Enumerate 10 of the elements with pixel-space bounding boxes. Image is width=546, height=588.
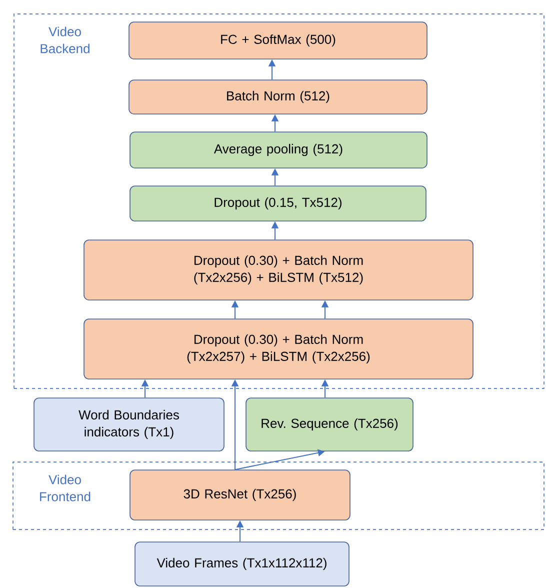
layer-box: Video Frames (Tx1x112x112) — [134, 542, 350, 586]
layer-box: Word Boundaries indicators (Tx1) — [34, 398, 224, 452]
layer-box: Dropout (0.30) + Batch Norm (Tx2x256) + BiLSTM (Tx512) — [84, 240, 474, 300]
layer-box: Dropout (0.30) + Batch Norm (Tx2x257) + BiLSTM (Tx2x256) — [84, 318, 474, 380]
layer-box: Rev. Sequence (Tx256) — [246, 398, 414, 452]
layer-box: FC + SoftMax (500) — [128, 22, 428, 60]
layer-box: Batch Norm (512) — [128, 80, 428, 114]
layer-box: 3D ResNet (Tx256) — [130, 470, 350, 520]
layer-box: Dropout (0.15, Tx512) — [130, 186, 426, 222]
layer-box: Average pooling (512) — [130, 132, 428, 168]
